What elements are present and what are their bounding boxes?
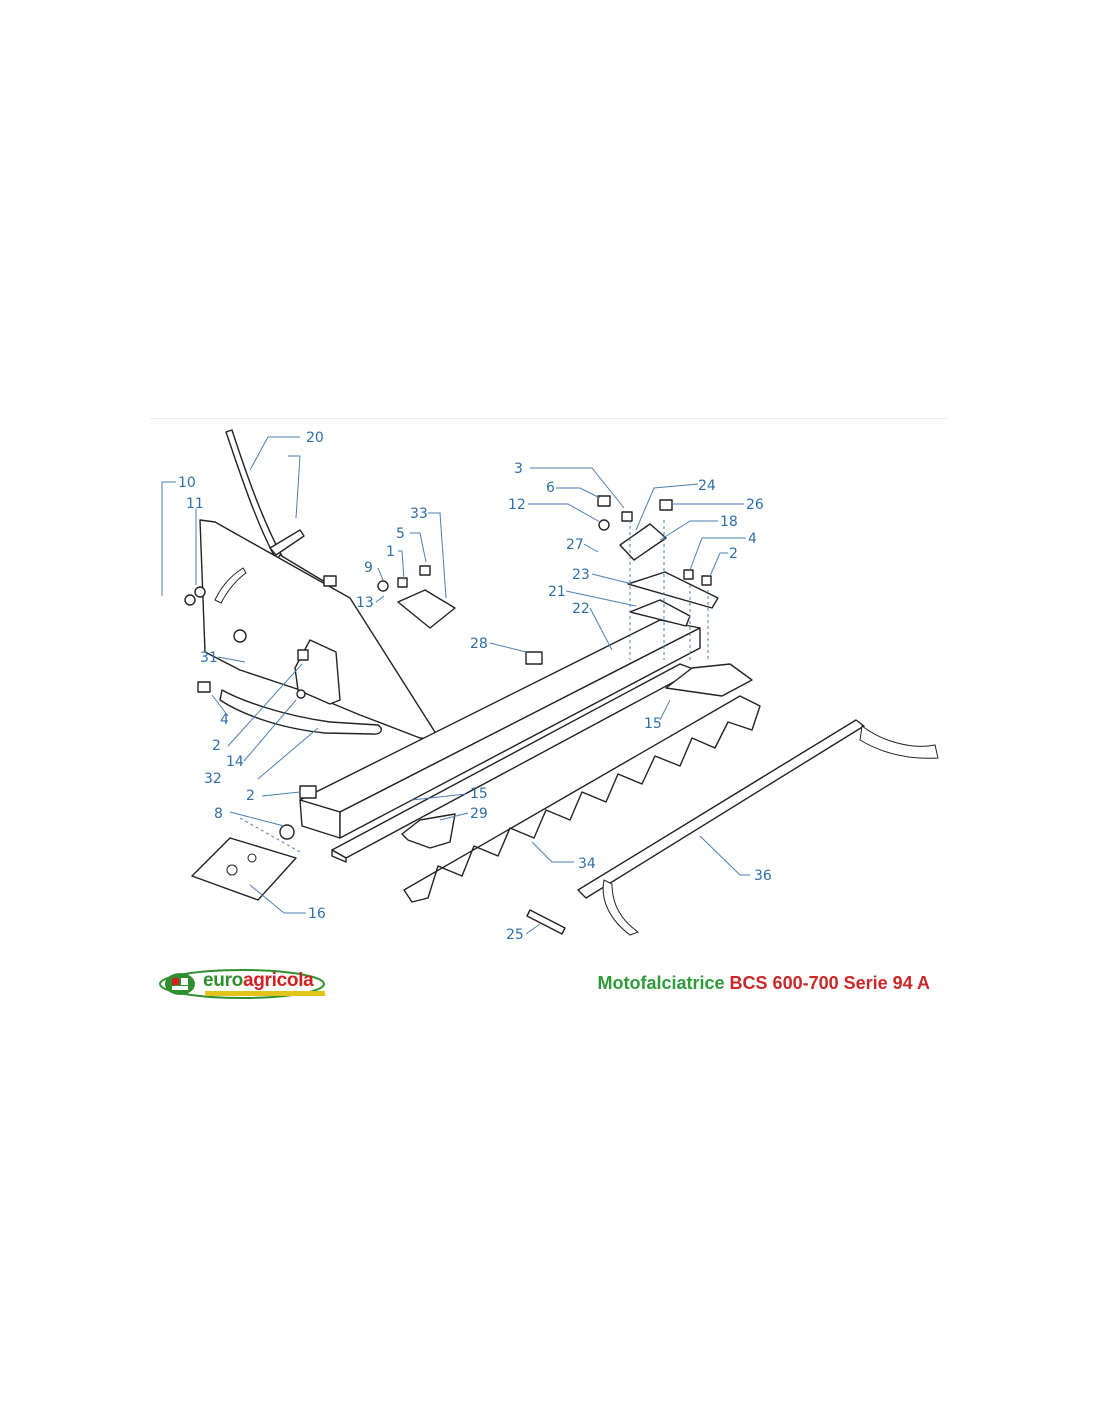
callout-5: 5	[396, 526, 405, 542]
callout-31: 31	[200, 650, 218, 666]
callout-15: 15	[470, 786, 488, 802]
callout-4b: 4	[748, 531, 757, 547]
bolt-head	[621, 511, 633, 522]
part-shoe	[219, 689, 382, 735]
callout-8: 8	[214, 806, 223, 822]
callout-21: 21	[548, 584, 566, 600]
part-crank	[619, 523, 667, 561]
callout-11: 11	[186, 496, 204, 512]
callout-10: 10	[178, 475, 196, 491]
part-connecting-rod	[577, 719, 865, 899]
washer	[598, 519, 610, 531]
parts-drawing	[184, 429, 939, 936]
leader-lines	[161, 436, 750, 935]
callout-23: 23	[572, 567, 590, 583]
hole	[226, 864, 238, 876]
callout-2c: 2	[729, 546, 738, 562]
callout-36: 36	[754, 868, 772, 884]
washer	[233, 629, 247, 643]
callout-18: 18	[720, 514, 738, 530]
callout-33: 33	[410, 506, 428, 522]
part-bracket	[397, 589, 456, 629]
frame-rule	[150, 418, 950, 419]
part-rod-lower	[602, 879, 640, 936]
bolt-head	[525, 651, 543, 665]
callout-6: 6	[546, 480, 555, 496]
callout-labels: 20 10 11 33 5 1 9 13 31 4 2 14 32 28 2 8…	[178, 430, 772, 943]
part-spring	[526, 909, 566, 935]
part-divider-rib	[214, 567, 247, 604]
washer	[184, 594, 196, 606]
callout-27: 27	[566, 537, 584, 553]
diagram-title: Motofalciatrice BCS 600-700 Serie 94 A	[598, 973, 931, 994]
washer	[296, 689, 306, 699]
logo-wordmark: euroagricola	[203, 970, 314, 992]
callout-29: 29	[470, 806, 488, 822]
bolt-head	[419, 565, 431, 576]
callout-2b: 2	[246, 788, 255, 804]
callout-9: 9	[364, 560, 373, 576]
part-knife-back-face	[331, 849, 347, 863]
bolt-head	[197, 681, 211, 693]
logo-agricola: agricola	[242, 970, 314, 991]
bolt-head	[701, 575, 712, 586]
bolt-head	[659, 499, 673, 511]
part-guard-upper	[627, 571, 719, 609]
bolts	[184, 495, 712, 840]
part-guard	[401, 813, 456, 849]
part-base-plate	[191, 837, 297, 901]
nut	[279, 824, 295, 840]
callout-1: 1	[386, 544, 395, 560]
callout-16: 16	[308, 906, 326, 922]
title-prefix: Motofalciatrice	[597, 973, 725, 993]
bolt-head	[597, 495, 611, 507]
bolt-head	[323, 575, 337, 587]
bolt-head	[397, 577, 408, 588]
callout-25: 25	[506, 927, 524, 943]
callout-13: 13	[356, 595, 374, 611]
part-divider-plate	[199, 519, 441, 741]
hole	[247, 853, 257, 863]
callout-20: 20	[306, 430, 324, 446]
callout-3: 3	[514, 461, 523, 477]
part-outer-shoe	[665, 663, 753, 697]
title-model: BCS 600-700 Serie 94 A	[729, 973, 930, 993]
callout-12: 12	[508, 497, 526, 513]
callout-28: 28	[470, 636, 488, 652]
bolt-head	[297, 649, 309, 661]
callout-4: 4	[220, 712, 229, 728]
washer	[194, 586, 206, 598]
callout-22: 22	[572, 601, 590, 617]
bolt-head	[683, 569, 694, 580]
callout-32: 32	[204, 771, 222, 787]
logo-euro: euro	[203, 970, 243, 991]
callout-15b: 15	[644, 716, 662, 732]
callout-26: 26	[746, 497, 764, 513]
part-rod-cable	[859, 725, 939, 759]
logo-tagline-bar	[205, 991, 325, 996]
callout-34: 34	[578, 856, 596, 872]
nut	[377, 580, 389, 592]
part-cutter-bar-face	[339, 627, 701, 839]
bolt-head	[299, 785, 317, 799]
callout-2: 2	[212, 738, 221, 754]
part-knife-sections	[403, 695, 761, 903]
callout-14: 14	[226, 754, 244, 770]
callout-24: 24	[698, 478, 716, 494]
